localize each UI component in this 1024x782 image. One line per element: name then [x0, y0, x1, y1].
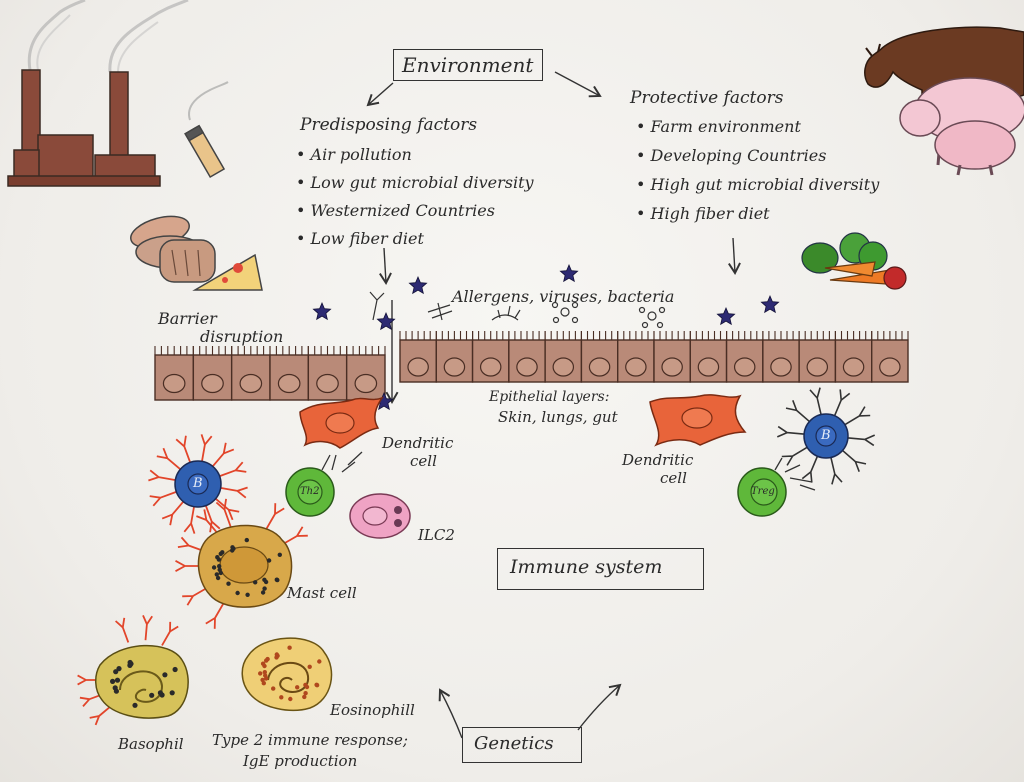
dendritic-cell-right	[649, 394, 747, 447]
epithelial-cell	[399, 331, 437, 383]
treg-cell	[737, 457, 816, 517]
allergen-stars	[312, 263, 780, 411]
barrier-label-line1: Barrier	[158, 309, 217, 328]
dendritic-left-line1: Dendritic	[382, 434, 454, 452]
predisposing-item: • Low gut microbial diversity	[296, 173, 534, 192]
predisposing-heading: Predisposing factors	[300, 115, 478, 135]
epithelium	[154, 331, 909, 401]
protective-item: • High fiber diet	[636, 204, 770, 223]
allergen-star	[312, 301, 332, 321]
epithelial-cell	[689, 331, 728, 383]
epithelial-cell	[307, 346, 348, 401]
allergen-star	[408, 275, 428, 295]
genetics-label: Genetics	[474, 733, 554, 754]
type2-line1: Type 2 immune response;	[212, 731, 408, 749]
predisposing-item: • Low fiber diet	[296, 229, 424, 248]
arrow-protective-down	[728, 237, 741, 275]
eosinophil-cell	[241, 637, 333, 712]
allergen-star	[716, 306, 736, 326]
barrier-label-line2: disruption	[200, 327, 284, 346]
ilc2-label: ILC2	[418, 526, 455, 544]
arrow-predisposing-down	[379, 247, 392, 285]
mast-cell-label: Mast cell	[287, 584, 357, 602]
th2-cell	[285, 451, 363, 517]
epithelial-cell	[154, 346, 195, 401]
basophil-label: Basophil	[118, 735, 184, 753]
epithelial-cell	[617, 331, 655, 383]
vegetables-icon	[801, 232, 907, 290]
allergens-label: Allergens, viruses, bacteria	[452, 287, 675, 306]
th2-label: Th2	[300, 486, 320, 497]
epithelial-cell	[269, 346, 310, 401]
epithelial-cell	[471, 331, 510, 383]
epithelial-cell	[871, 331, 909, 383]
allergen-star	[760, 294, 780, 314]
protective-heading: Protective factors	[630, 88, 784, 108]
epithelial-label-line2: Skin, lungs, gut	[498, 408, 618, 426]
predisposing-item: • Westernized Countries	[296, 201, 495, 220]
environment-box	[393, 49, 543, 81]
processed-food-icon	[130, 215, 263, 291]
diagram-title: Environment	[402, 53, 534, 77]
immune-system-label: Immune system	[510, 556, 663, 578]
epithelial-cell	[192, 346, 233, 401]
arrow-env-to-protective	[554, 71, 602, 98]
type2-line2: IgE production	[243, 752, 358, 770]
allergen-star	[376, 311, 396, 331]
dendritic-right-line2: cell	[660, 469, 687, 487]
epithelial-cell	[834, 331, 873, 383]
b-cell-left-label: B	[193, 476, 203, 491]
epithelial-label-line1: Epithelial layers:	[489, 389, 610, 405]
factory-icon	[7, 0, 189, 187]
epithelial-cell	[508, 331, 546, 383]
arrow-genetics-right	[577, 683, 622, 731]
genetics-box	[462, 727, 582, 763]
b-cell-right	[776, 387, 876, 485]
epithelial-cell	[798, 331, 837, 383]
predisposing-item: • Air pollution	[296, 145, 412, 164]
b-cell-right-label: B	[821, 428, 831, 443]
protective-list: • Farm environment • Developing Countrie…	[636, 117, 879, 233]
eosinophil-label: Eosinophill	[330, 701, 415, 719]
arrow-genetics-left	[438, 688, 463, 739]
b-cell-left	[148, 434, 248, 534]
dendritic-right-line1: Dendritic	[622, 451, 694, 469]
epithelial-cell	[653, 331, 691, 383]
arrow-env-to-predisposing	[366, 82, 394, 107]
protective-item: • Farm environment	[636, 117, 801, 136]
predisposing-list: • Air pollution • Low gut microbial dive…	[296, 145, 534, 257]
allergen-star	[559, 263, 579, 283]
pathogen-icons	[427, 301, 666, 329]
epithelial-cell	[345, 346, 386, 401]
dendritic-cell-left	[299, 396, 385, 449]
protective-item: • Developing Countries	[636, 146, 827, 165]
epithelial-cell	[725, 331, 764, 383]
immune-system-box	[497, 548, 704, 590]
epithelial-cell	[435, 331, 474, 383]
treg-label: Treg	[751, 486, 775, 497]
ilc2-cell	[349, 493, 411, 539]
epithelial-cell	[580, 331, 619, 383]
basophil-cell	[77, 615, 189, 726]
mast-cell	[175, 498, 308, 629]
epithelial-cell	[762, 331, 800, 383]
epithelial-cell	[544, 331, 583, 383]
epithelial-cell	[230, 346, 271, 401]
protective-item: • High gut microbial diversity	[636, 175, 880, 194]
dendritic-left-line2: cell	[410, 452, 437, 470]
cigarette-icon	[184, 81, 229, 179]
farm-animals-icon	[864, 26, 1024, 176]
barrier-break-sprout	[369, 291, 385, 321]
